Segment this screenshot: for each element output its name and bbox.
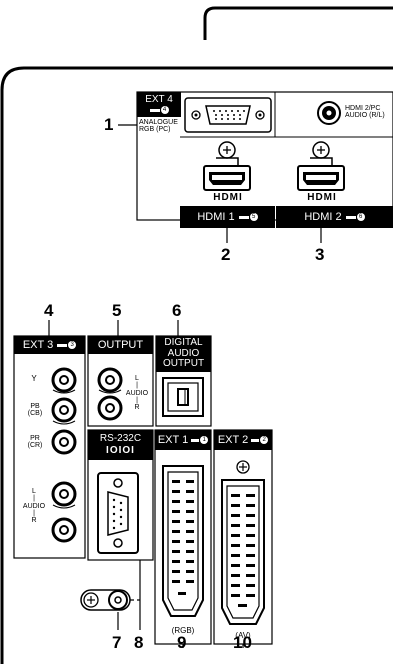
rs232c-name: RS-232C (99, 433, 142, 444)
ext4-sub-label: ANALOGUE RGB (PC) (139, 119, 178, 134)
pc-audio-line-2: AUDIO (R/L) (345, 112, 385, 120)
optical-port (162, 377, 204, 417)
ext4-sub-1: ANALOGUE (139, 119, 178, 126)
ext3-audio-r: R (31, 517, 37, 525)
ext3-pr: PR (30, 435, 40, 442)
pc-audio-label: HDMI 2/PC AUDIO (R/L) (345, 105, 385, 120)
hdmi-2-badge-digit: 6 (356, 213, 365, 221)
output-audio-r: R (134, 404, 140, 412)
output-name: OUTPUT (97, 338, 144, 351)
ext2-name: EXT 2 (217, 433, 249, 446)
callout-6: 6 (172, 301, 182, 320)
ext3-name: EXT 3 (22, 338, 54, 351)
callout-1: 1 (104, 115, 114, 134)
main-panel-outline (0, 66, 393, 664)
ext3-pb-label: PB (CB) (24, 403, 46, 418)
callout-10: 10 (233, 633, 252, 652)
ext2-sub-label: (AV) (235, 631, 251, 640)
ext2-label-block: EXT 2 2 (214, 430, 272, 450)
scart-2-port (221, 460, 265, 625)
ext1-label-block: EXT 1 1 (155, 430, 211, 450)
top-panel-outline (203, 6, 393, 40)
hdmi-badge-icon: 6 (345, 213, 365, 221)
ext3-audio-word: AUDIO (22, 502, 46, 510)
ext1-sub-label: (RGB) (171, 626, 195, 635)
hdmi-1-badge-digit: 5 (249, 213, 258, 221)
digital-audio-label-block: DIGITAL AUDIO OUTPUT (156, 336, 211, 372)
hdmi-1-label-block: HDMI 1 5 (180, 206, 275, 228)
scart-badge-icon: 1 (191, 436, 209, 444)
callout-8: 8 (134, 633, 144, 652)
hdmi-1-logo: HDMI (213, 192, 243, 203)
ext2-badge-digit: 2 (260, 436, 269, 444)
callout-9: 9 (177, 633, 187, 652)
hdmi-1-port (203, 141, 251, 191)
ext3-pr-label: PR (CR) (24, 435, 46, 450)
hdmi-2-label: HDMI 2 (304, 210, 342, 223)
scart-badge-icon: 2 (251, 436, 269, 444)
hdmi-2-logo: HDMI (307, 192, 337, 203)
rs232c-bits: IOIOI (106, 445, 135, 456)
ext1-name: EXT 1 (157, 433, 189, 446)
output-rca-jacks (97, 367, 123, 421)
output-audio-label: L | AUDIO | R (125, 375, 149, 412)
ext4-label-block: EXT 4 4 (137, 92, 181, 117)
output-audio-l: L (135, 375, 139, 382)
callout-4: 4 (44, 301, 54, 320)
output-audio-word: AUDIO (125, 389, 149, 397)
scart-badge-icon: 3 (57, 341, 77, 349)
callout-5: 5 (112, 301, 122, 320)
digital-audio-line-1: DIGITAL (164, 337, 203, 349)
ext1-badge-digit: 1 (200, 436, 209, 444)
scart-badge-icon: 4 (149, 106, 169, 114)
ext4-name: EXT 4 (145, 94, 173, 105)
digital-audio-line-2: AUDIO (167, 347, 200, 359)
hdmi-1-label: HDMI 1 (197, 210, 235, 223)
pc-audio-jack (317, 101, 341, 125)
ext3-badge-digit: 3 (68, 341, 77, 349)
ext3-label-block: EXT 3 3 (14, 336, 85, 354)
hdmi-badge-icon: 5 (238, 213, 258, 221)
antenna-terminal (80, 589, 140, 611)
ext3-rca-jacks (51, 367, 77, 543)
digital-audio-line-3: OUTPUT (162, 358, 205, 370)
hdmi-2-label-block: HDMI 2 6 (276, 206, 393, 228)
ext3-audio-label: L | AUDIO | R (20, 488, 48, 525)
pc-audio-line-1: HDMI 2/PC (345, 105, 381, 112)
callout-3: 3 (315, 245, 325, 264)
callout-2: 2 (221, 245, 231, 264)
ext3-pb: PB (30, 403, 40, 410)
rs232c-label-block: RS-232C IOIOI (88, 430, 153, 460)
ext4-badge-digit: 4 (160, 106, 169, 114)
callout-7: 7 (112, 633, 122, 652)
hdmi-2-port (297, 141, 345, 191)
dsub9-port (97, 472, 139, 554)
ext3-pr-alt: (CR) (27, 442, 43, 450)
output-label-block: OUTPUT (88, 336, 153, 354)
scart-1-port (162, 465, 204, 617)
ext3-y-label: Y (31, 374, 37, 383)
vga-connector (184, 97, 272, 133)
ext3-pb-alt: (CB) (27, 410, 43, 418)
ext3-audio-l: L (32, 488, 36, 495)
ext4-sub-2: RGB (PC) (139, 126, 171, 134)
